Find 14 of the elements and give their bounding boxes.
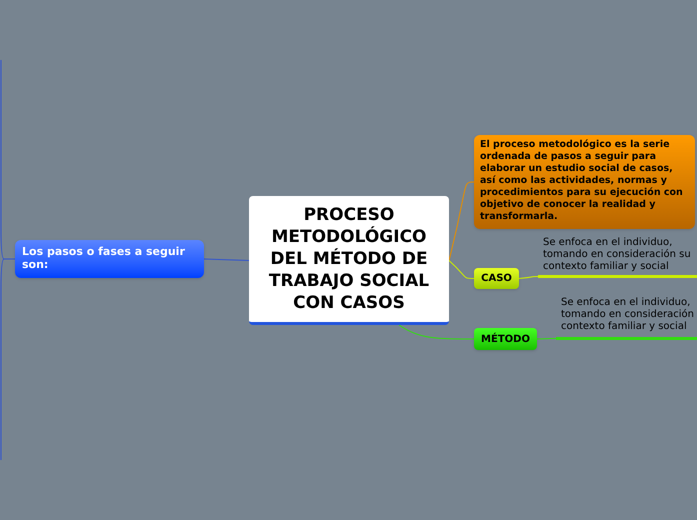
topic-box: CASO	[474, 268, 519, 289]
connector-line	[448, 182, 474, 261]
note-text: Se enfoca en el individuo, tomando en consideración contexto familiar y social	[556, 297, 697, 340]
connector-line	[0, 258, 16, 460]
connector-line	[448, 260, 474, 279]
connector-line	[536, 338, 556, 340]
topic-box: MÉTODO	[474, 328, 537, 350]
topic-box: Los pasos o fases a seguir son:	[15, 240, 204, 278]
connector-line	[398, 324, 474, 340]
topic-box: El proceso metodológico es la serie ordenada de pasos a seguir para elaborar un estudio social de casos, así como las actividades, normas y procedimientos para su ejecución con objetivo de conocer la realidad y transformarla.	[474, 135, 695, 229]
central-topic-box: PROCESO METODOLÓGICO DEL MÉTODO DE TRABAJO SOCIAL CON CASOS	[249, 196, 449, 325]
connector-line	[204, 258, 250, 261]
connector-line	[518, 276, 538, 279]
note-text: Se enfoca en el individuo, tomando en consideración su contexto familiar y social	[538, 237, 697, 278]
